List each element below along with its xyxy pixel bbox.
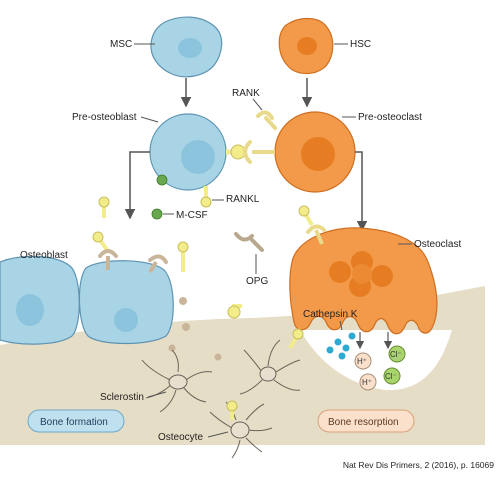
rankl-ligand-floating <box>298 205 314 227</box>
msc-label: MSC <box>110 39 132 50</box>
osteocyte-body <box>168 374 188 390</box>
preosteoclast-to-osteoclast-arrow <box>355 151 368 232</box>
proton-ion: H⁺ <box>359 373 377 391</box>
osteocyte-label: Osteocyte <box>158 432 203 443</box>
osteoclast-nuclei <box>329 251 393 297</box>
mcsf-label: M-CSF <box>176 210 208 221</box>
bone-formation-pill: Bone formation <box>27 409 125 433</box>
rankl-ligand <box>200 186 212 208</box>
chloride-ion: Cl⁻ <box>383 367 401 385</box>
sclerostin-molecule <box>226 400 238 420</box>
msc-nucleus <box>178 38 202 58</box>
rankl-ligand-floating <box>98 196 110 218</box>
svg-text:Cl⁻: Cl⁻ <box>390 350 402 359</box>
rankl-rank-binding <box>226 140 275 164</box>
cathepsin-k-molecules <box>326 332 356 360</box>
pre-osteoblast-pointer <box>140 116 159 123</box>
pre-osteoclast-nucleus <box>301 137 335 171</box>
svg-text:Cl⁻: Cl⁻ <box>385 372 397 381</box>
pre-osteoclast-label: Pre-osteoclast <box>358 112 422 123</box>
rank-label: RANK <box>232 88 260 99</box>
citation: Nat Rev Dis Primers, 2 (2016), p. 16069 <box>342 460 494 470</box>
svg-text:H⁺: H⁺ <box>362 378 372 387</box>
osteoclast-label: Osteoclast <box>414 239 461 250</box>
osteoblast-nucleus <box>114 308 138 332</box>
bone-resorption-pill: Bone resorption <box>317 409 415 433</box>
proton-ion: H⁺ <box>354 352 372 370</box>
hsc-label: HSC <box>350 39 371 50</box>
matrix-particle <box>179 297 187 305</box>
sclerostin-label: Sclerostin <box>100 392 144 403</box>
matrix-particle <box>182 323 190 331</box>
sclerostin-molecule <box>288 328 304 350</box>
chloride-ion: Cl⁻ <box>388 345 406 363</box>
rankl-ligand-floating <box>92 231 109 252</box>
matrix-particle <box>168 344 176 352</box>
rank-receptor-osteoblast <box>148 254 168 274</box>
osteoblast-cell-right <box>78 260 174 345</box>
cathepsin-k-label: Cathepsin K <box>303 309 358 320</box>
osteoblast-nucleus <box>16 294 44 326</box>
pre-osteoblast-label: Pre-osteoblast <box>72 112 137 123</box>
osteocyte-body <box>230 421 250 439</box>
opg-molecule <box>234 232 264 252</box>
rank-pointer <box>252 98 263 111</box>
hsc-nucleus <box>297 37 317 55</box>
osteoblast-label: Osteoblast <box>20 250 68 261</box>
opg-label: OPG <box>246 276 268 287</box>
mcsf-molecule <box>151 208 163 220</box>
rank-receptor-osteoclast <box>306 224 326 245</box>
osteocyte-cell <box>239 339 301 395</box>
rankl-ligand-floating <box>177 241 189 272</box>
bone-resorption-text: Bone resorption <box>328 417 399 428</box>
matrix-particle <box>214 353 222 361</box>
rank-receptor-top <box>256 110 277 130</box>
svg-text:H⁺: H⁺ <box>357 357 367 366</box>
sclerostin-pointer <box>147 391 167 398</box>
rank-receptor-osteoblast <box>98 249 118 270</box>
bone-formation-text: Bone formation <box>40 417 108 428</box>
mcsf-molecule-on-cell <box>156 174 168 186</box>
pre-osteoblast-nucleus <box>181 140 215 174</box>
preosteoblast-to-osteoblast-arrow <box>124 151 150 220</box>
osteocyte-pointer <box>207 431 229 438</box>
rankl-ligand-floating <box>227 304 242 319</box>
osteocyte-body <box>259 366 277 382</box>
cathepsin-k-pointer <box>339 320 343 331</box>
rankl-label: RANKL <box>226 194 260 205</box>
